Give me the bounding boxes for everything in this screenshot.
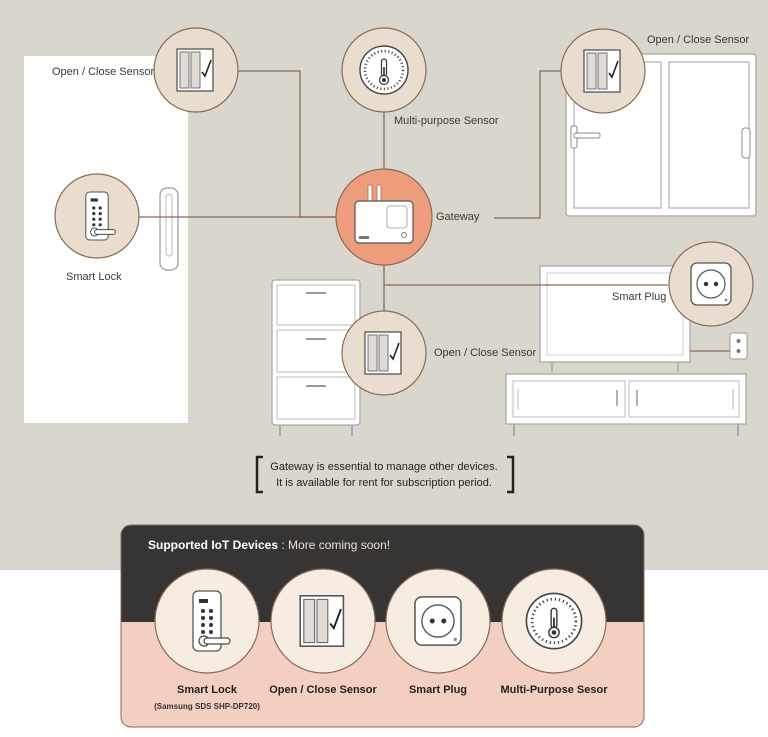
dresser — [271, 279, 361, 436]
wall-outlet — [729, 332, 748, 360]
device-name-smart-lock: Smart Lock — [177, 684, 237, 696]
smart-plug-device — [668, 241, 754, 327]
gateway-note-line2: It is available for rent for subscriptio… — [276, 477, 492, 489]
panel-thermometer-icon — [501, 568, 607, 674]
panel-smart-plug-icon — [385, 568, 491, 674]
label-gateway: Gateway — [436, 211, 480, 223]
gateway-note-line1: Gateway is essential to manage other dev… — [270, 461, 498, 473]
tv-cabinet — [505, 373, 747, 436]
panel-subtitle: : More coming soon! — [278, 538, 391, 552]
label-smart-plug: Smart Plug — [612, 291, 667, 303]
label-multipurpose-sensor: Multi-purpose Sensor — [394, 115, 499, 127]
window-sensor-device — [560, 28, 646, 114]
door-handle — [159, 187, 179, 271]
label-smart-lock: Smart Lock — [66, 271, 122, 283]
label-door-sensor: Open / Close Sensor — [52, 66, 155, 78]
connector-lines — [136, 70, 730, 352]
panel-smart-lock-icon — [154, 568, 260, 674]
device-name-multi-purpose-sensor: Multi-Purpose Sesor — [500, 684, 608, 696]
smart-lock-device — [54, 173, 140, 259]
device-name-smart-plug: Smart Plug — [408, 684, 468, 696]
panel-title: Supported IoT Devices : More coming soon… — [148, 538, 390, 552]
multipurpose-sensor-device — [341, 27, 427, 113]
label-window-sensor: Open / Close Sensor — [647, 34, 750, 46]
device-name-open-close-sensor: Open / Close Sensor — [269, 684, 377, 696]
device-sub-smart-lock: (Samsung SDS SHP-DP720) — [154, 702, 260, 711]
gateway-device — [335, 168, 433, 266]
note-brackets — [255, 455, 515, 494]
tv — [539, 265, 691, 372]
cabinet-sensor-device — [341, 310, 427, 396]
panel-open-close-sensor-icon — [270, 568, 376, 674]
door-sensor-device — [153, 27, 239, 113]
label-cabinet-sensor: Open / Close Sensor — [434, 347, 537, 359]
panel-title-main: Supported IoT Devices — [148, 538, 279, 552]
